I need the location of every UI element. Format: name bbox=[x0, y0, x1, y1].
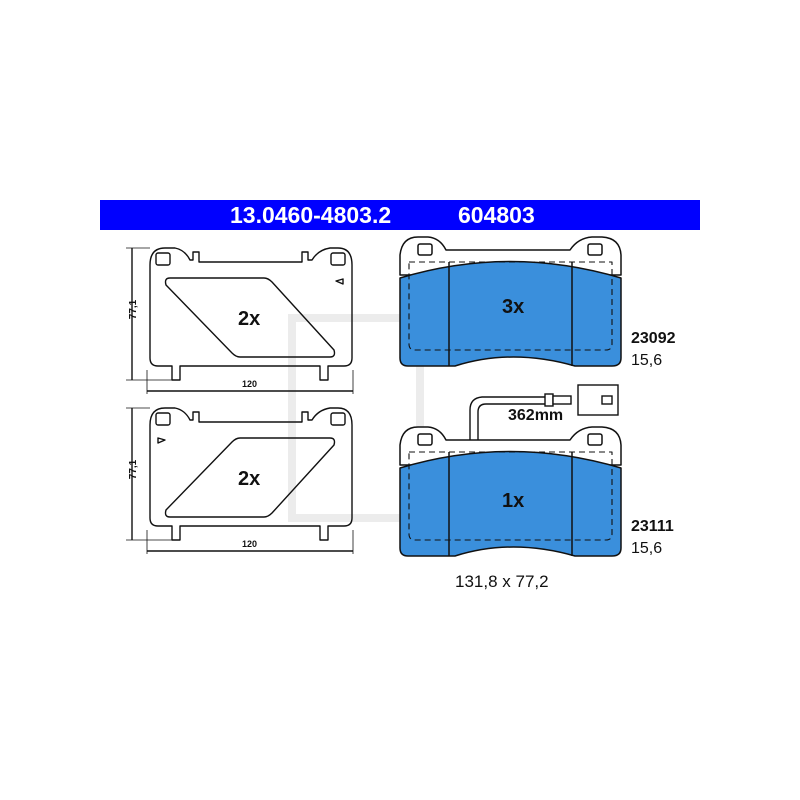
shim-top-width: 120 bbox=[242, 379, 258, 389]
reference-number: 604803 bbox=[458, 202, 535, 228]
shim-bottom-width: 120 bbox=[242, 539, 258, 549]
wear-sensor-wire bbox=[469, 384, 619, 448]
brake-pad-top bbox=[399, 236, 622, 367]
shim-bottom-height: 77,1 bbox=[128, 459, 140, 480]
pad-top-quantity: 3x bbox=[502, 296, 525, 318]
pad-top-code: 23092 bbox=[631, 330, 676, 347]
pad-bottom-code: 23111 bbox=[631, 518, 674, 535]
brake-pad-bottom bbox=[399, 426, 622, 557]
pad-bottom-quantity: 1x bbox=[502, 490, 525, 512]
shim-top bbox=[126, 247, 354, 394]
part-number: 13.0460-4803.2 bbox=[230, 202, 392, 228]
shim-bottom bbox=[126, 407, 354, 554]
header-banner: 13.0460-4803.2 604803 bbox=[100, 200, 700, 230]
wire-length: 362mm bbox=[508, 407, 564, 424]
watermark-logo bbox=[288, 314, 424, 522]
pad-bottom-thickness: 15,6 bbox=[631, 540, 663, 557]
shim-bottom-quantity: 2x bbox=[238, 468, 261, 490]
pad-dimensions: 131,8 x 77,2 bbox=[455, 572, 549, 591]
shim-top-quantity: 2x bbox=[238, 308, 261, 330]
pad-top-thickness: 15,6 bbox=[631, 352, 663, 369]
shim-top-height: 77,1 bbox=[128, 299, 140, 320]
